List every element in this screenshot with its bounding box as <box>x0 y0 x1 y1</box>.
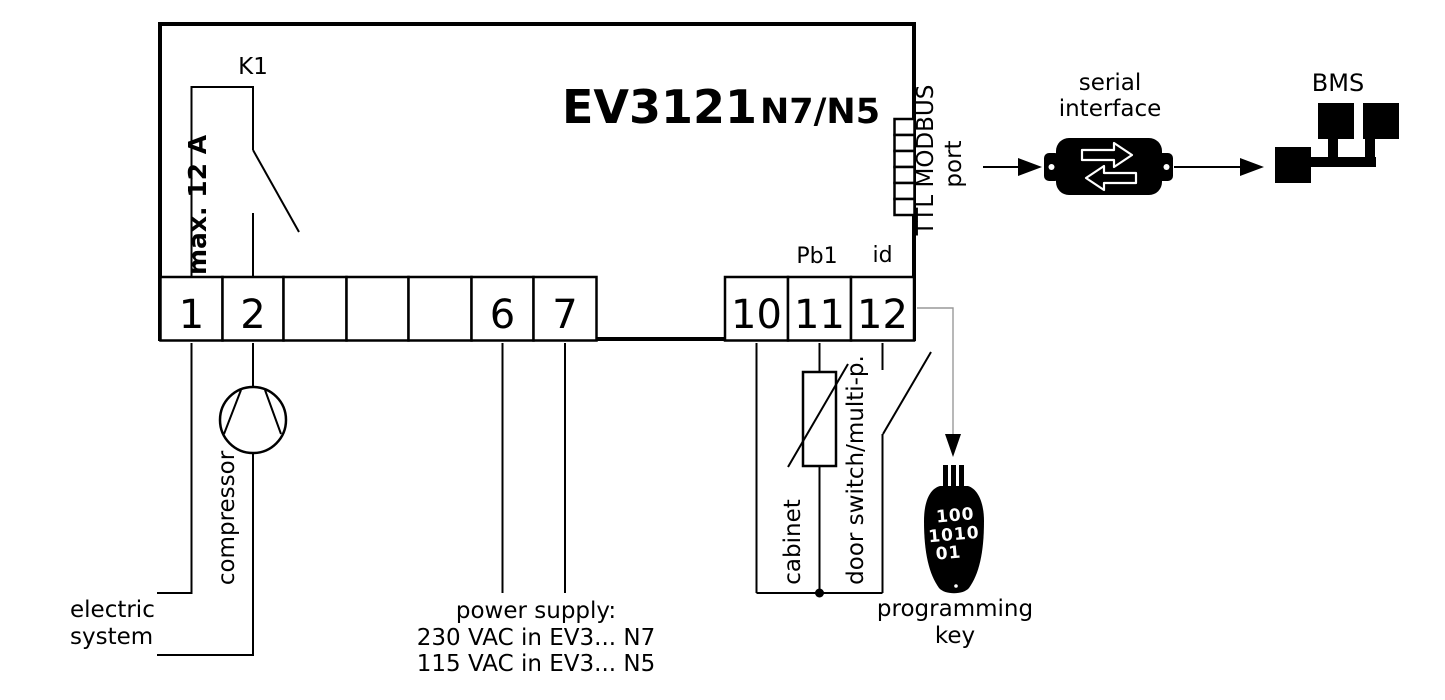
terminal-strip: 1 2 6 7 10 11 12 <box>159 275 916 342</box>
power-supply-label-line3: 115 VAC in EV3... N5 <box>417 651 655 677</box>
terminal-number-1: 1 <box>179 292 204 338</box>
terminal-cell-12 <box>849 275 916 342</box>
swap-arrow-left-icon <box>1084 164 1138 192</box>
power-supply-label-line2: 230 VAC in EV3... N7 <box>417 625 655 651</box>
bms-label: BMS <box>1312 69 1364 97</box>
power-supply-label-line1: power supply: <box>456 598 616 624</box>
swap-arrow-right-icon <box>1080 141 1134 169</box>
key-binary-line1: 100 <box>935 504 975 527</box>
terminal-cell-empty <box>282 275 348 342</box>
probe-pb1-label: Pb1 <box>796 244 837 269</box>
electric-system-label-line1: electric <box>70 597 155 623</box>
serial-interface-label-line1: serial <box>1079 70 1141 96</box>
door-switch-circuit <box>881 343 932 593</box>
terminal-cell-7 <box>532 275 598 342</box>
terminal-cell-empty <box>345 275 410 342</box>
ttl-modbus-connector <box>893 117 916 217</box>
port-label: port <box>941 140 967 187</box>
terminal-number-10: 10 <box>731 292 782 338</box>
key-binary-line2: 1010 <box>928 523 981 547</box>
ttl-modbus-label: TTL MODBUS <box>913 85 939 237</box>
terminal-number-11: 11 <box>794 292 845 338</box>
terminal-cell-empty <box>407 275 473 342</box>
thermistor-icon <box>801 370 838 468</box>
arrow-to-serial-interface <box>983 158 1042 176</box>
relay-label: K1 <box>238 54 268 80</box>
serial-interface-label-line2: interface <box>1059 96 1162 122</box>
terminal-number-2: 2 <box>240 292 265 338</box>
cabinet-probe-circuit <box>755 343 883 598</box>
controller-model-label: EV3121 <box>562 80 757 134</box>
relay-contact-symbol <box>190 86 300 277</box>
compressor-circuit <box>157 343 288 656</box>
programming-key-icon: 100 1010 01 <box>924 465 984 594</box>
terminal-cell-2 <box>221 275 285 342</box>
terminal-number-6: 6 <box>490 292 515 338</box>
terminal-number-12: 12 <box>857 292 908 338</box>
electric-system-label-line2: system <box>70 624 153 650</box>
terminal-number-7: 7 <box>552 292 577 338</box>
id-label: id <box>872 243 892 268</box>
compressor-label: compressor <box>214 450 240 585</box>
arrow-to-bms <box>1174 158 1264 176</box>
power-supply-wires <box>501 343 566 593</box>
junction-dot <box>815 588 824 598</box>
terminal-cell-10 <box>723 275 790 342</box>
programming-key-label-line1: programming <box>877 596 1033 622</box>
bms-network-icon <box>1275 103 1399 183</box>
terminal-cell-6 <box>470 275 535 342</box>
relay-rating-label: max. 12 A <box>183 134 212 275</box>
door-switch-label: door switch/multi-p. <box>843 355 869 585</box>
arrow-down-icon <box>945 434 961 457</box>
controller-variant-label: N7/N5 <box>760 92 880 132</box>
terminal-cell-1 <box>159 275 224 342</box>
programming-key-link <box>917 307 961 457</box>
cabinet-label: cabinet <box>780 499 806 584</box>
key-binary-line3: 01 <box>935 542 962 564</box>
serial-interface-icon <box>1044 138 1173 195</box>
programming-key-label-line2: key <box>935 623 975 649</box>
